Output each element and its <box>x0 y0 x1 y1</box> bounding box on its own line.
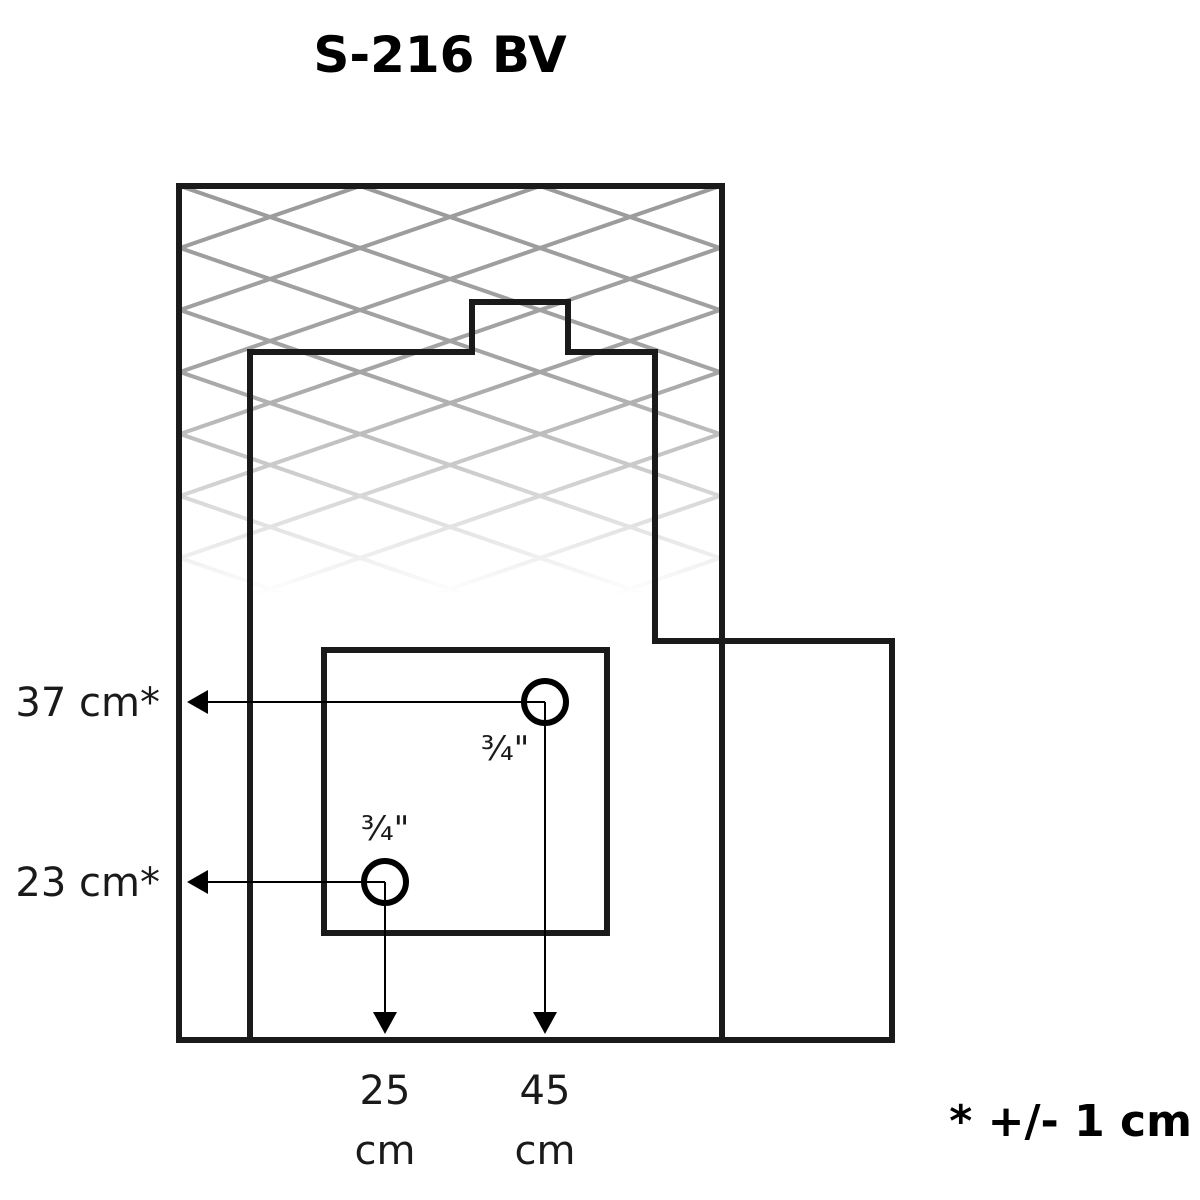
lower-left-arrowhead <box>187 870 208 894</box>
distance-45-value: 45 <box>520 1068 571 1114</box>
upper-down-arrowhead <box>533 1012 557 1034</box>
height-lower-label: 23 cm* <box>15 860 160 906</box>
distance-25-unit: cm <box>355 1128 416 1174</box>
distance-45-unit: cm <box>515 1128 576 1174</box>
stone-mesh <box>181 189 719 594</box>
lower-down-arrowhead <box>373 1012 397 1034</box>
distance-25-value: 25 <box>360 1068 411 1114</box>
upper-left-arrowhead <box>187 690 208 714</box>
height-upper-label: 37 cm* <box>15 680 160 726</box>
connection-panel <box>321 647 610 936</box>
upper-connection-size: ¾" <box>481 729 530 769</box>
tolerance-note: * +/- 1 cm <box>949 1096 1192 1147</box>
lower-connection-size: ¾" <box>361 809 410 849</box>
heater-body-outline <box>247 299 895 1043</box>
page-title: S-216 BV <box>313 26 567 84</box>
